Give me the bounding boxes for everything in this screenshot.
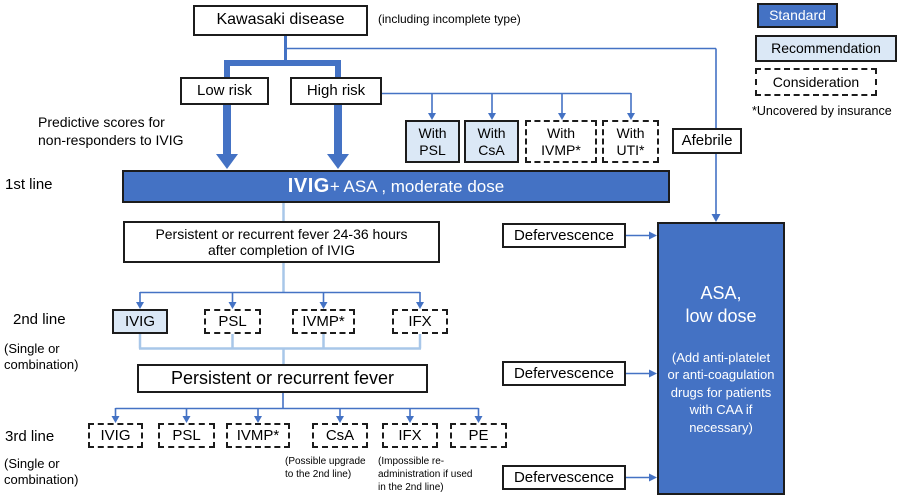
- with-csa-box: With CsA: [464, 120, 519, 163]
- kawasaki-disease-box: Kawasaki disease: [193, 5, 368, 36]
- with-ivmp-box: With IVMP*: [525, 120, 597, 163]
- high-risk-label: High risk: [306, 82, 366, 100]
- with-uti-box: With UTI*: [602, 120, 659, 163]
- predictive-scores-note: Predictive scores for non-responders to …: [38, 114, 184, 148]
- low-risk-label: Low risk: [196, 82, 252, 100]
- persistent-fever-box-2: Persistent or recurrent fever: [137, 364, 428, 393]
- second-line-label: 2nd line: [13, 311, 66, 328]
- kawasaki-disease-label: Kawasaki disease: [216, 11, 345, 29]
- insurance-footnote: *Uncovered by insurance: [752, 104, 892, 118]
- second-line-ifx-label: IFX: [408, 312, 432, 330]
- high-risk-box: High risk: [290, 77, 382, 105]
- incomplete-type-note: (including incomplete type): [378, 12, 521, 26]
- third-line-csa-label: CsA: [325, 426, 355, 444]
- thick-arrow-low-risk: [216, 104, 238, 169]
- legend-recommendation-label: Recommendation: [771, 40, 881, 57]
- risk-split-lines: [224, 36, 341, 78]
- defervescence-arrow-lines: [626, 231, 657, 482]
- with-csa-label: With CsA: [477, 125, 506, 158]
- with-psl-label: With PSL: [418, 125, 447, 158]
- asa-low-dose-box: ASA, low dose (Add anti-platelet or anti…: [657, 222, 785, 495]
- third-line-ifx-box: IFX: [382, 423, 438, 448]
- third-line-psl-box: PSL: [158, 423, 215, 448]
- second-line-ivmp-box: IVMP*: [292, 309, 355, 334]
- legend-standard-label: Standard: [769, 7, 826, 24]
- persistent-fever-1-label: Persistent or recurrent fever 24-36 hour…: [155, 225, 408, 258]
- asa-low-dose-title: ASA, low dose: [685, 283, 757, 327]
- third-line-branch-lines: [111, 393, 483, 423]
- second-line-ifx-box: IFX: [392, 309, 448, 334]
- third-line-label: 3rd line: [5, 428, 55, 445]
- first-line-bar: IVIG + ASA , moderate dose: [122, 170, 670, 203]
- defervescence-box-2: Defervescence: [502, 361, 626, 386]
- low-risk-box: Low risk: [180, 77, 269, 105]
- ifx-readministration-note: (Impossible re- administration if used i…: [378, 456, 473, 493]
- persistent-fever-2-label: Persistent or recurrent fever: [170, 368, 395, 389]
- with-ivmp-label: With IVMP*: [541, 125, 581, 158]
- second-line-join-lines: [138, 334, 422, 364]
- second-line-ivig-label: IVIG: [124, 312, 155, 330]
- legend-standard: Standard: [757, 3, 838, 28]
- defervescence-box-3: Defervescence: [502, 465, 626, 490]
- legend-consideration: Consideration: [755, 68, 877, 96]
- with-psl-box: With PSL: [405, 120, 460, 163]
- second-line-branch-lines: [136, 291, 424, 309]
- third-line-ivig-box: IVIG: [88, 423, 143, 448]
- persistent-fever-box-1: Persistent or recurrent fever 24-36 hour…: [123, 221, 440, 263]
- defervescence-1-label: Defervescence: [513, 226, 615, 244]
- second-line-psl-label: PSL: [218, 312, 247, 330]
- csa-upgrade-note: (Possible upgrade to the 2nd line): [285, 456, 366, 480]
- third-line-psl-label: PSL: [172, 426, 201, 444]
- defervescence-2-label: Defervescence: [513, 364, 615, 382]
- third-line-csa-box: CsA: [312, 423, 368, 448]
- asa-low-dose-note: (Add anti-platelet or anti-coagulation d…: [667, 349, 775, 435]
- afebrile-label: Afebrile: [681, 132, 733, 150]
- third-line-ivmp-box: IVMP*: [226, 423, 290, 448]
- legend-consideration-label: Consideration: [772, 73, 860, 90]
- first-line-bar-drug: IVIG: [287, 175, 330, 197]
- third-line-ivmp-label: IVMP*: [236, 426, 280, 444]
- third-line-pe-label: PE: [468, 426, 489, 444]
- defervescence-box-1: Defervescence: [502, 223, 626, 248]
- adjunct-branch-lines: [382, 92, 635, 120]
- third-line-sublabel: (Single or combination): [4, 456, 79, 488]
- with-uti-label: With UTI*: [616, 125, 645, 158]
- third-line-pe-box: PE: [450, 423, 507, 448]
- legend-recommendation: Recommendation: [755, 35, 897, 62]
- second-line-ivmp-label: IVMP*: [302, 312, 345, 330]
- first-line-bar-detail: + ASA , moderate dose: [329, 176, 505, 196]
- defervescence-3-label: Defervescence: [513, 468, 615, 486]
- afebrile-box: Afebrile: [672, 128, 742, 154]
- first-line-label: 1st line: [5, 176, 53, 193]
- second-line-ivig-box: IVIG: [112, 309, 168, 334]
- second-line-sublabel: (Single or combination): [4, 341, 79, 373]
- second-line-psl-box: PSL: [204, 309, 261, 334]
- third-line-ifx-label: IFX: [398, 426, 422, 444]
- third-line-ivig-label: IVIG: [100, 426, 131, 444]
- thick-arrow-high-risk: [327, 104, 349, 169]
